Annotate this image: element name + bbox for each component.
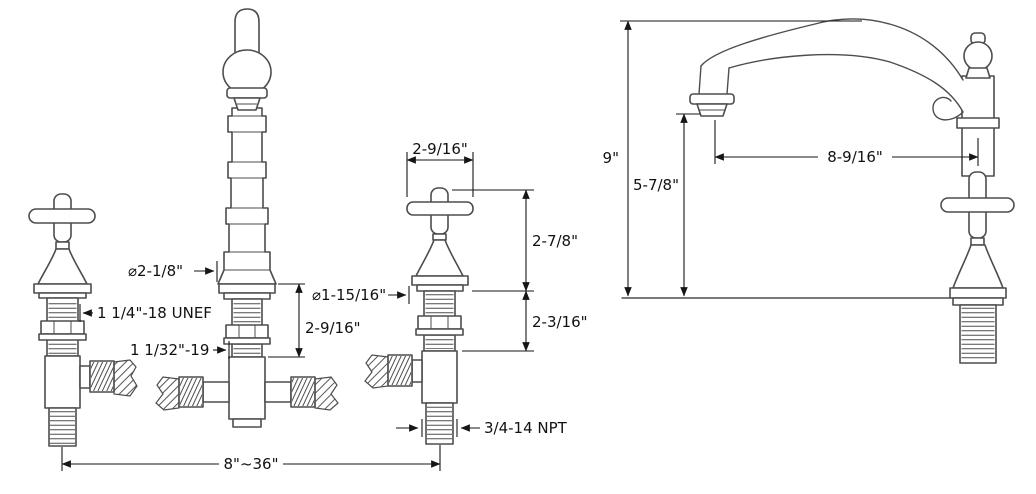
label-spread-range: 8"~36" <box>224 455 279 473</box>
side-spout-body <box>701 18 982 112</box>
tee-right-broken-supply <box>314 376 339 411</box>
right-supply-nut-knurl <box>389 356 411 385</box>
spout-washer <box>223 292 271 300</box>
right-handle-flange <box>411 275 469 286</box>
side-spout-collar <box>689 93 735 105</box>
label-supply-outlet-thread: 3/4-14 NPT <box>484 419 568 437</box>
right-valve-body <box>421 350 458 404</box>
left-handle-flange <box>33 283 92 294</box>
spout-flange <box>218 283 276 294</box>
left-supply-nut-knurl <box>91 362 113 391</box>
side-base-flange <box>949 287 1007 299</box>
side-spout-outlet-edge <box>698 65 702 95</box>
front-left-handle <box>28 193 138 447</box>
dim-spout-flange-diameter: ⌀2-1/8" <box>128 261 218 282</box>
spout-tee-cap <box>232 418 262 428</box>
side-washer <box>952 297 1004 306</box>
label-handle-shank-height: 2-3/16" <box>532 313 588 331</box>
right-cross-handle-bar <box>406 201 474 216</box>
dim-handle-shank-height: 2-3/16" <box>462 290 588 352</box>
spout-column <box>217 107 277 285</box>
dim-spread-range: 8"~36" <box>61 445 441 473</box>
left-side-port <box>79 365 91 389</box>
front-dimensions: ⌀2-1/8" 1 1/4"-18 UNEF 1 1/32"-19 2-9/16… <box>61 140 588 473</box>
side-dimensions: 9" 5-7/8" 8-9/16" <box>603 20 979 297</box>
right-handle-stem <box>432 233 447 241</box>
left-handle-locknut <box>40 320 85 335</box>
label-spout-reach: 8-9/16" <box>827 148 883 166</box>
spout-locknut <box>225 324 269 339</box>
left-handle-washer-2 <box>38 333 87 341</box>
label-backing <box>219 454 283 473</box>
tee-right-nut-knurl <box>292 378 314 406</box>
side-spout-outlet-edge <box>726 67 730 95</box>
dim-spout-reach: 8-9/16" <box>714 120 979 166</box>
left-valve-body <box>44 355 81 409</box>
side-spout-top-edge <box>700 18 964 81</box>
side-spout-curl <box>932 96 964 121</box>
spout-collar <box>226 87 268 99</box>
left-handle-stem <box>55 241 70 250</box>
front-view: ⌀2-1/8" 1 1/4"-18 UNEF 1 1/32"-19 2-9/16… <box>28 8 588 473</box>
right-handle-washer-2 <box>415 328 464 336</box>
right-handle-washer <box>416 284 464 292</box>
left-handle-bonnet <box>37 248 88 285</box>
spout-tee-body <box>228 356 266 420</box>
dim-handle-width: 2-9/16" <box>406 140 474 197</box>
dim-spout-shank-thread: 1 1/32"-19 <box>130 341 230 359</box>
front-right-handle <box>364 187 474 445</box>
tee-right-port <box>264 381 292 403</box>
side-column-ring <box>956 117 1000 129</box>
front-center-spout <box>155 8 339 428</box>
left-bottom-thread-lines <box>50 410 75 444</box>
label-spout-shank-thread: 1 1/32"-19 <box>130 341 209 359</box>
right-broken-supply-tube <box>364 354 389 389</box>
side-shank-threads <box>961 307 995 361</box>
right-handle-bonnet <box>415 239 464 277</box>
dim-overall-height: 9" <box>603 20 862 297</box>
dim-handle-flange-diameter: ⌀1-15/16" <box>312 286 410 304</box>
label-spout-shank-height: 2-9/16" <box>305 319 361 337</box>
tee-left-port <box>202 381 230 403</box>
spout-tube <box>234 8 260 63</box>
tee-left-nut-knurl <box>180 378 202 406</box>
label-handle-flange-diameter: ⌀1-15/16" <box>312 286 386 304</box>
side-cross-handle-bar <box>940 197 1015 213</box>
spout-washer-2 <box>223 337 271 345</box>
side-spout-bottom-edge <box>728 53 964 113</box>
left-cross-handle-bar <box>28 208 96 224</box>
label-handle-height: 2-7/8" <box>532 232 578 250</box>
side-bonnet <box>952 244 1004 289</box>
label-handle-shank-thread: 1 1/4"-18 UNEF <box>97 304 212 322</box>
side-handle-stem <box>970 237 985 246</box>
label-backing <box>818 147 892 166</box>
dim-spout-shank-height: 2-9/16" <box>268 283 361 358</box>
right-handle-locknut <box>417 315 462 330</box>
right-side-port <box>411 359 423 383</box>
label-overall-height: 9" <box>603 149 619 167</box>
label-backing <box>634 176 680 194</box>
side-finial-ball <box>963 41 993 71</box>
label-spout-flange-diameter: ⌀2-1/8" <box>128 262 183 280</box>
tee-left-broken-supply <box>155 376 180 411</box>
side-finial-neck <box>965 67 991 79</box>
left-broken-supply-tube <box>113 359 138 397</box>
dim-supply-outlet-thread: 3/4-14 NPT <box>396 419 568 437</box>
label-spout-outlet-height: 5-7/8" <box>633 176 679 194</box>
side-view: 9" 5-7/8" 8-9/16" <box>603 18 1015 364</box>
dim-spout-outlet-height: 5-7/8" <box>633 113 700 297</box>
right-bottom-thread-lines <box>427 405 452 442</box>
label-handle-width: 2-9/16" <box>412 140 468 158</box>
dim-handle-shank-thread: 1 1/4"-18 UNEF <box>79 304 212 322</box>
side-faucet <box>621 18 1015 364</box>
